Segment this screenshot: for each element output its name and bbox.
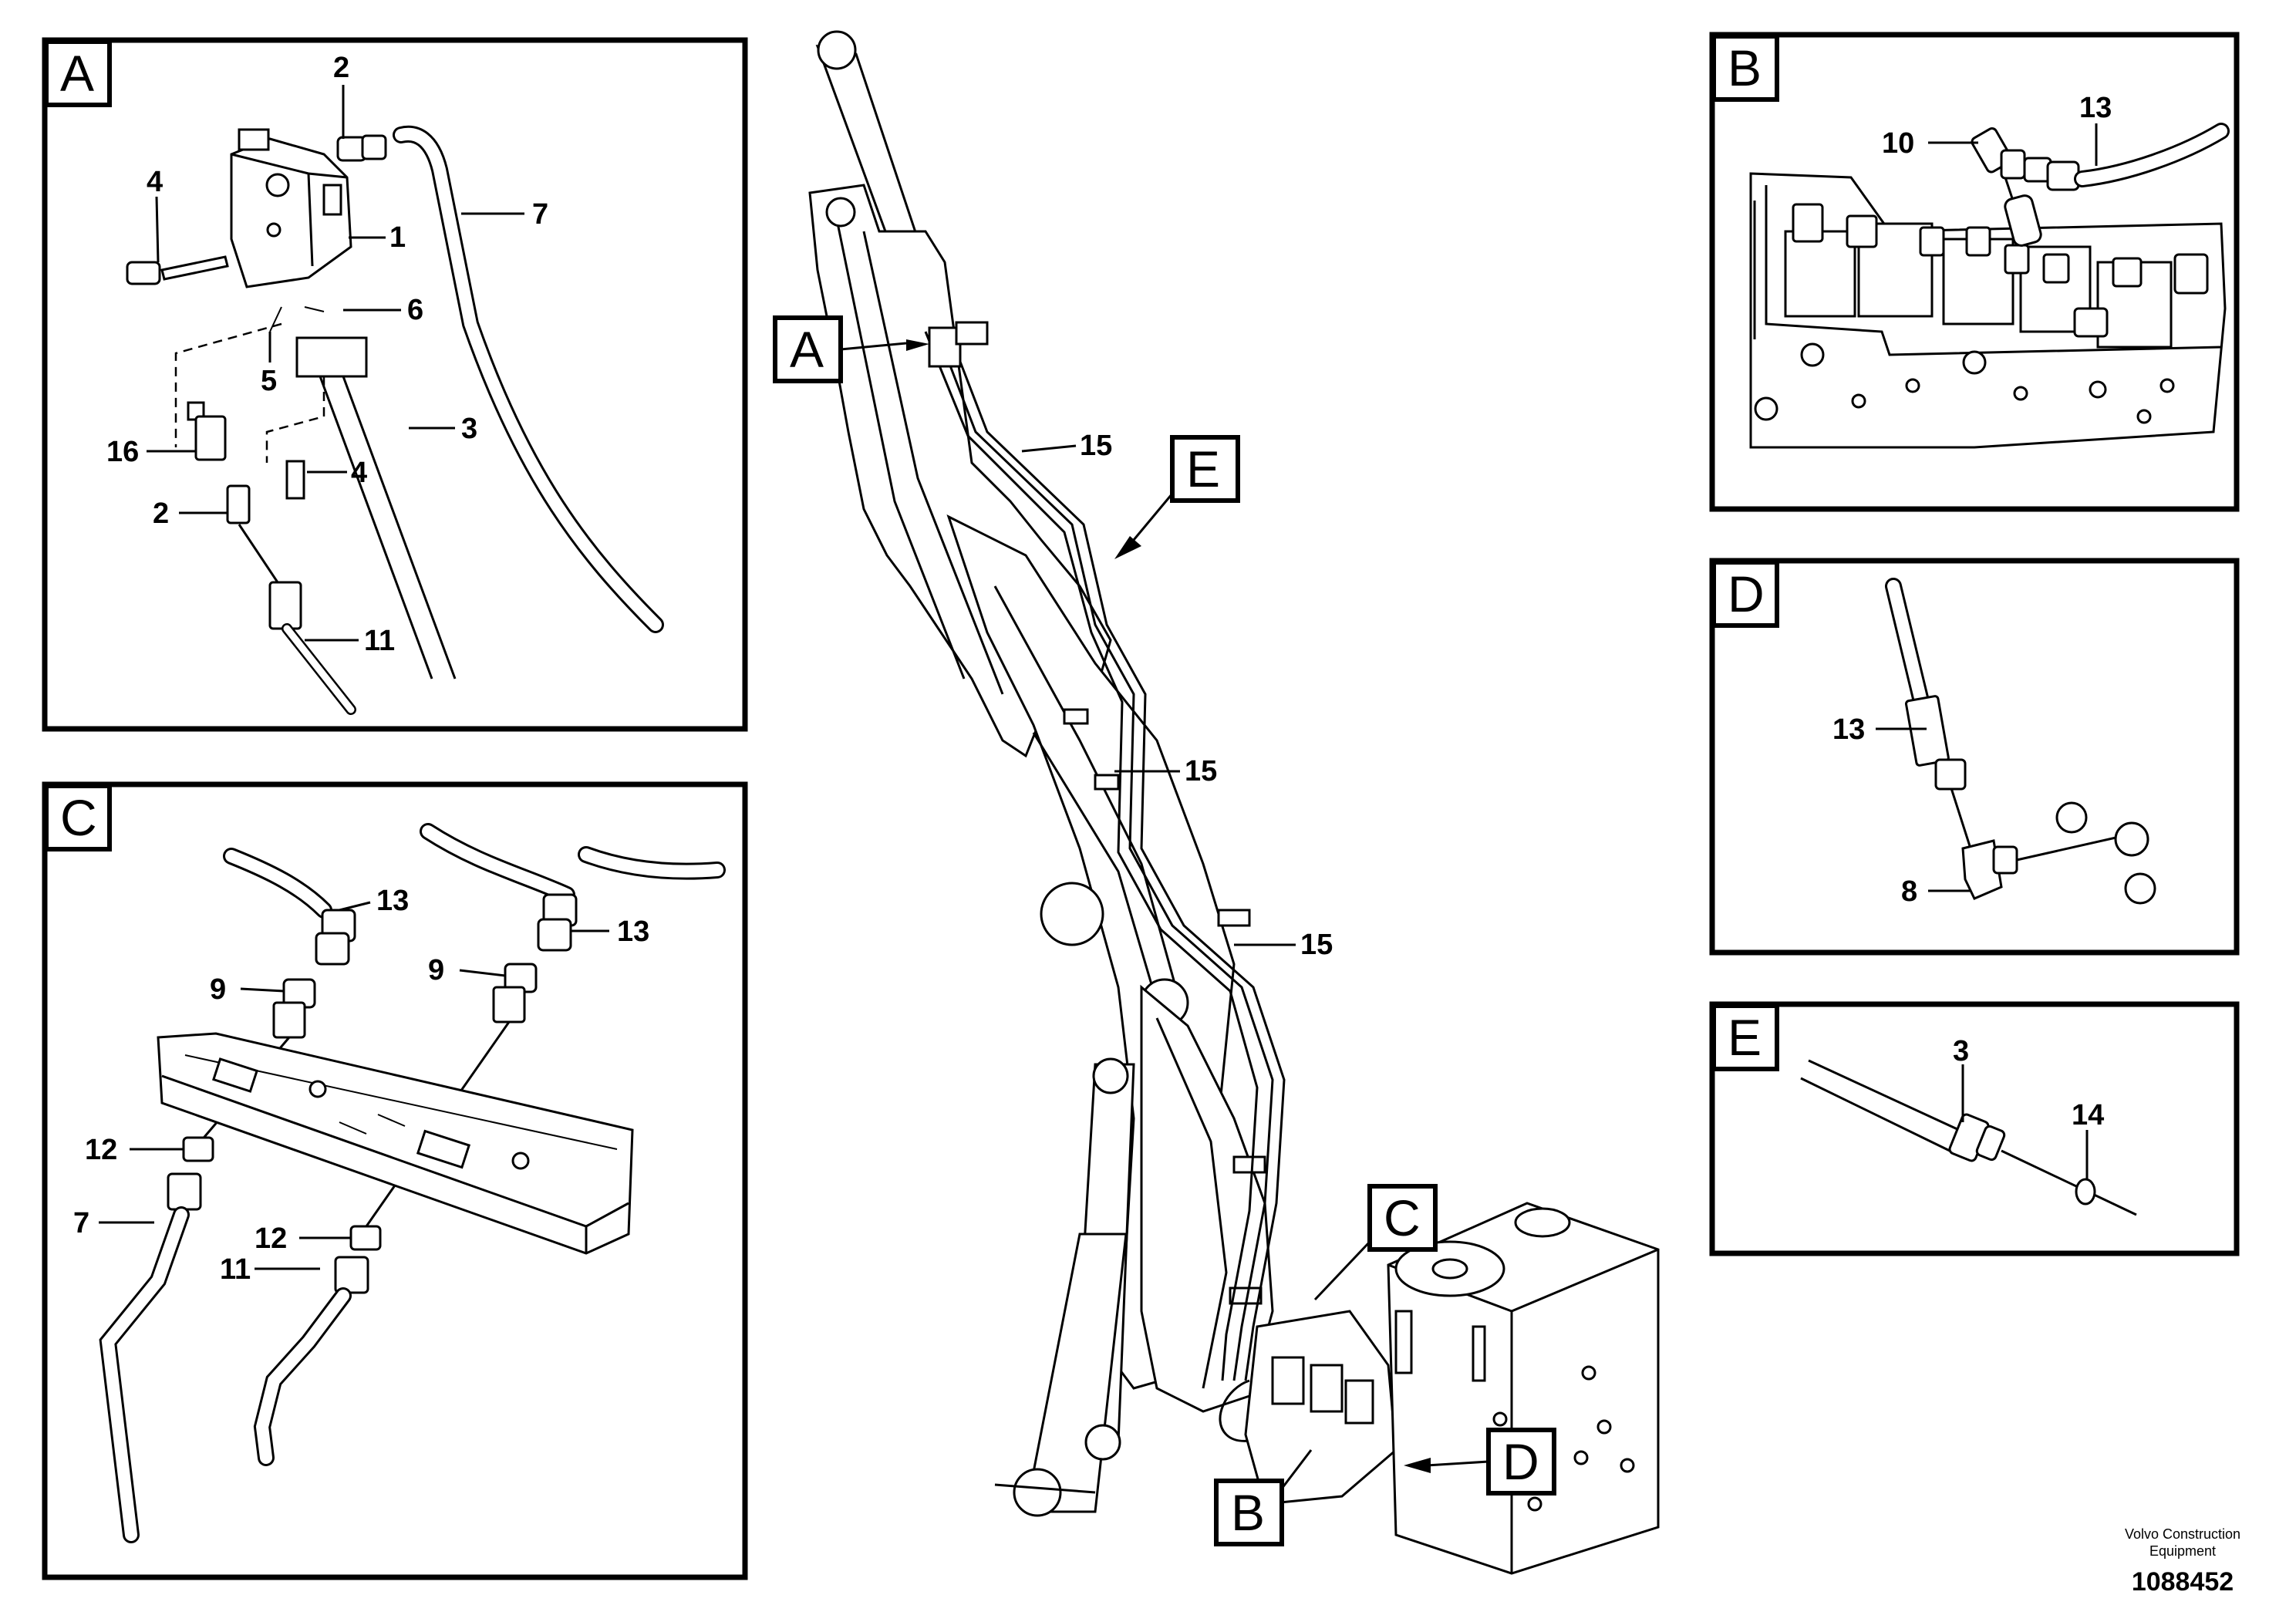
label-a-1: 1	[389, 221, 406, 254]
label-a-2-lower: 2	[153, 497, 169, 530]
label-a-2-top: 2	[333, 52, 349, 84]
label-a-7: 7	[532, 198, 548, 231]
label-c-7: 7	[73, 1207, 89, 1239]
label-c-9-left: 9	[210, 973, 226, 1006]
label-c-13-left: 13	[376, 885, 409, 917]
callout-c: C	[1384, 1189, 1421, 1246]
label-a-6: 6	[407, 294, 423, 326]
panel-a-tag: A	[60, 45, 94, 102]
company-line2: Equipment	[2149, 1543, 2216, 1559]
boom-assembly	[808, 30, 1660, 1575]
panel-c-tag: C	[60, 789, 97, 846]
callout-e: E	[1186, 440, 1220, 497]
label-c-13-right: 13	[617, 916, 649, 948]
label-b-13: 13	[2079, 92, 2112, 124]
label-a-5: 5	[261, 365, 277, 397]
panel-e-tag: E	[1728, 1009, 1762, 1066]
footer-block: Volvo Construction Equipment 1088452	[2125, 1526, 2240, 1597]
detail-panel-d: D 13 8	[1709, 558, 2240, 956]
label-c-11: 11	[220, 1253, 251, 1286]
label-b-10: 10	[1882, 127, 1914, 160]
label-a-4-top: 4	[147, 166, 163, 198]
detail-panel-c: C	[42, 781, 748, 1580]
label-a-3: 3	[461, 413, 477, 445]
label-main-15-low: 15	[1300, 929, 1333, 961]
label-d-13: 13	[1832, 713, 1865, 746]
main-callouts: A E C D B 15 15 15	[773, 315, 1556, 1546]
label-e-3: 3	[1953, 1035, 1969, 1067]
panel-d-tag: D	[1728, 565, 1765, 622]
label-a-4-lower: 4	[351, 457, 367, 489]
label-a-16: 16	[106, 436, 139, 468]
panel-b-tag: B	[1728, 39, 1762, 96]
drawing-number: 1088452	[2132, 1567, 2234, 1597]
callout-b: B	[1231, 1484, 1265, 1541]
valve-sections	[1754, 203, 2209, 424]
callout-d: D	[1502, 1433, 1539, 1490]
company-line1: Volvo Construction	[2125, 1526, 2240, 1542]
label-c-12-right: 12	[255, 1222, 287, 1255]
detail-panel-e: E 3 14	[1709, 1001, 2240, 1256]
label-a-11: 11	[364, 625, 395, 657]
detail-panel-b: B	[1709, 32, 2240, 512]
label-c-9-right: 9	[428, 954, 444, 986]
label-main-15-mid: 15	[1185, 755, 1217, 787]
label-c-12-left: 12	[85, 1134, 117, 1166]
callout-a: A	[790, 321, 824, 378]
label-e-14: 14	[2072, 1099, 2104, 1131]
valve-block	[230, 128, 352, 288]
label-d-8: 8	[1901, 875, 1917, 908]
label-main-15-top: 15	[1080, 430, 1112, 462]
detail-panel-a: A	[42, 37, 748, 732]
